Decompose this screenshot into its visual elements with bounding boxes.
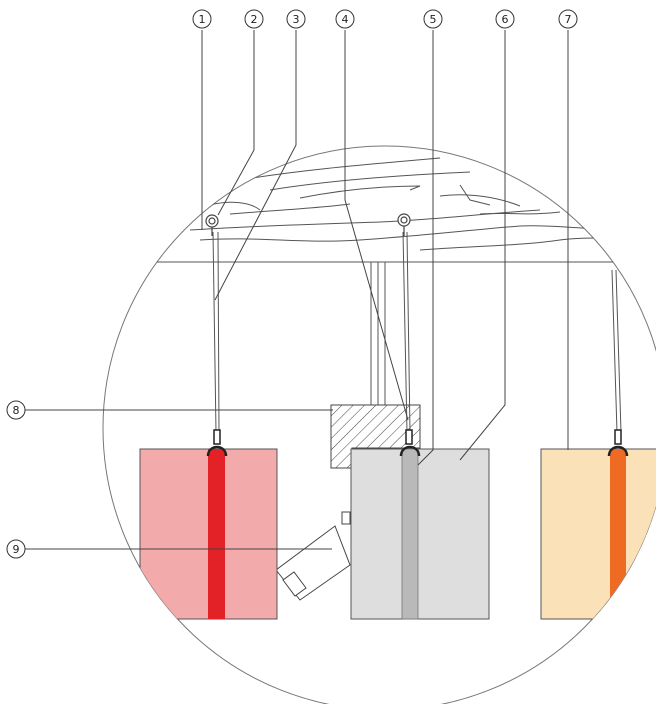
callout-4: 4 [335,9,355,29]
support-post [370,262,386,405]
callout-7-label: 7 [565,13,572,26]
hanger-clip-right [607,429,629,457]
ceiling-slab [103,157,656,263]
callout-9: 9 [6,539,26,559]
hanger-clip-left [206,429,228,457]
panel-middle [350,448,490,620]
callout-6-label: 6 [502,13,509,26]
strap-right [610,449,626,619]
hanging-wires [212,231,622,433]
callout-3: 3 [286,9,306,29]
angled-fitting [275,511,351,601]
callout-2: 2 [244,9,264,29]
panel-right [540,448,656,620]
callout-9-label: 9 [13,543,20,556]
strap-left [208,449,225,619]
callout-1-label: 1 [199,13,206,26]
eye-bolt-left [205,214,219,236]
callout-8-label: 8 [13,404,20,417]
callout-7: 7 [558,9,578,29]
callout-1: 1 [192,9,212,29]
leader-lines [24,30,569,550]
callout-4-label: 4 [342,13,349,26]
callout-2-label: 2 [251,13,258,26]
hanger-clip-middle [399,429,421,457]
hatched-block [330,404,421,469]
eye-bolt-middle [397,213,411,236]
callout-5-label: 5 [430,13,437,26]
callout-8: 8 [6,400,26,420]
panel-left [139,448,278,620]
callout-6: 6 [495,9,515,29]
detail-contents [103,157,656,620]
callout-3-label: 3 [293,13,300,26]
detail-circle [102,145,656,704]
callout-5: 5 [423,9,443,29]
strap-middle [401,448,419,620]
